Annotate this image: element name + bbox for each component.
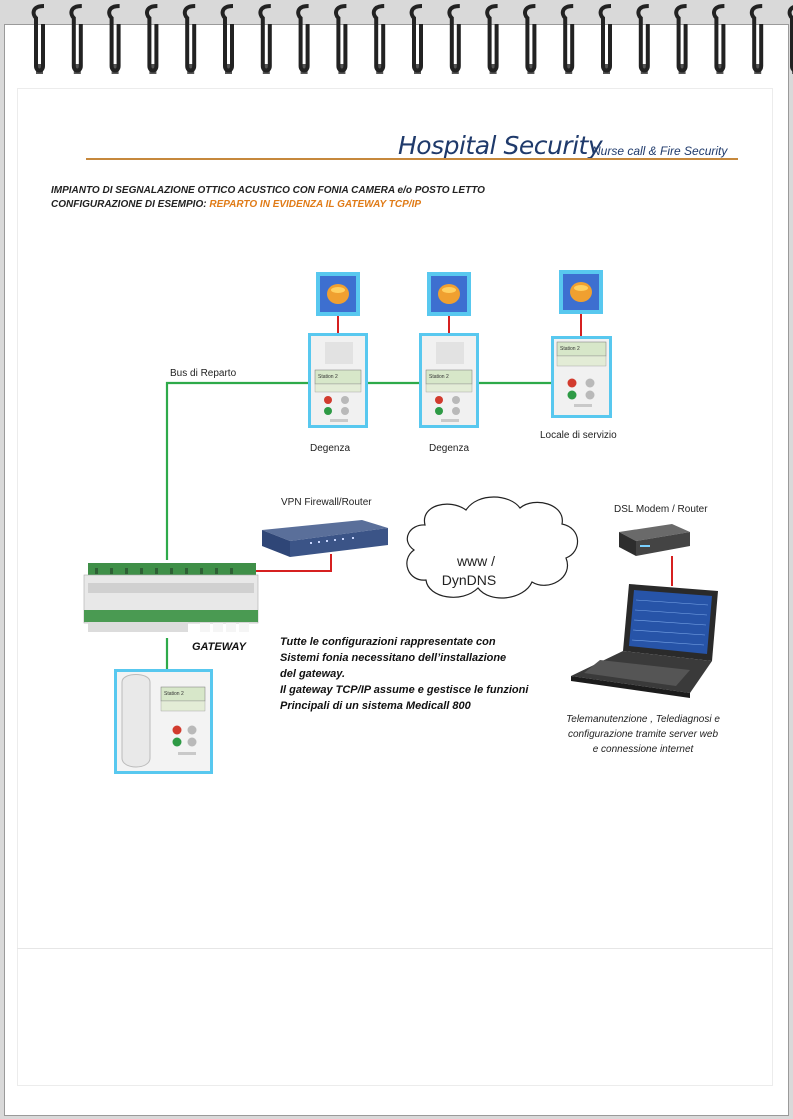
description-line-2: CONFIGURAZIONE DI ESEMPIO: REPARTO IN EV… [51, 199, 421, 210]
router-label: VPN Firewall/Router [281, 497, 372, 508]
binding-ring-icon [636, 4, 650, 74]
room-terminal-2 [419, 333, 479, 428]
binding-ring-icon [485, 4, 499, 74]
content-frame [17, 88, 773, 1086]
note-line: Sistemi fonia necessitano dell’installaz… [280, 652, 507, 664]
bus-label: Bus di Reparto [170, 368, 237, 379]
room-label-3: Locale di servizio [540, 430, 617, 441]
spiral-binding-icon [31, 4, 793, 74]
binding-ring-icon [107, 4, 121, 74]
binding-ring-icon [182, 4, 197, 74]
binding-ring-icon [258, 4, 272, 74]
binding-ring-icon [712, 4, 726, 74]
room-light-icon [316, 272, 360, 316]
binding-ring-icon [145, 4, 159, 74]
binding-ring-icon [220, 4, 234, 74]
binding-ring-icon [598, 4, 612, 74]
service-terminal [551, 336, 612, 418]
master-station-icon [114, 669, 213, 774]
binding-ring-icon [749, 4, 764, 74]
binding-ring-icon [523, 4, 537, 74]
binding-ring-icon [69, 4, 83, 74]
brand-subtitle: Nurse call & Fire Security [592, 144, 728, 158]
cloud-label-line2: DynDNS [442, 572, 496, 588]
brand-title: Hospital Security [398, 131, 603, 160]
note-line: Principali di un sistema Medicall 800 [280, 700, 471, 712]
description-prefix: CONFIGURAZIONE DI ESEMPIO: [51, 199, 210, 210]
binding-ring-icon [674, 4, 688, 74]
binding-ring-icon [371, 4, 386, 74]
tele-line: configurazione tramite server web [567, 729, 719, 740]
station-screen-text: Station 2 [164, 691, 184, 697]
room-label-1: Degenza [310, 443, 351, 454]
gateway-label: GATEWAY [192, 641, 246, 653]
room-light-icon [427, 272, 471, 316]
note-line: Il gateway TCP/IP assume e gestisce le f… [280, 684, 529, 696]
binding-ring-icon [560, 4, 575, 74]
header-rule [86, 158, 738, 160]
room-terminal-1 [308, 333, 368, 428]
telemaintenance-caption: Telemanutenzione , Telediagnosi e config… [548, 712, 738, 757]
cloud-label-line1: www / [456, 553, 495, 569]
station-screen-text: Station 2 [560, 346, 580, 352]
station-screen-text: Station 2 [318, 374, 338, 380]
cloud-icon [406, 496, 579, 599]
description-highlight: REPARTO IN EVIDENZA IL GATEWAY TCP/IP [209, 199, 422, 210]
dsl-modem-icon [619, 524, 690, 556]
binding-ring-icon [447, 4, 461, 74]
binding-ring-icon [409, 4, 423, 74]
link-lines [250, 314, 673, 586]
tele-line: e connessione internet [592, 744, 694, 755]
laptop-icon [571, 584, 718, 698]
station-screen-text: Station 2 [429, 374, 449, 380]
bus-line [165, 381, 553, 670]
tele-line: Telemanutenzione , Telediagnosi e [566, 714, 720, 725]
note-line: del gateway. [280, 668, 346, 680]
footer-divider [17, 948, 773, 949]
room-label-2: Degenza [429, 443, 470, 454]
modem-label: DSL Modem / Router [614, 504, 708, 515]
binding-ring-icon [296, 4, 310, 74]
note-line: Tutte le configurazioni rappresentate co… [280, 636, 496, 648]
room-light-icon [559, 270, 603, 314]
binding-ring-icon [334, 4, 348, 74]
vpn-router-icon [262, 520, 388, 557]
configuration-note: Tutte le configurazioni rappresentate co… [280, 634, 528, 714]
gateway-device-icon [83, 563, 259, 632]
binding-ring-icon [31, 4, 45, 74]
description-line-1: IMPIANTO DI SEGNALAZIONE OTTICO ACUSTICO… [51, 185, 485, 196]
